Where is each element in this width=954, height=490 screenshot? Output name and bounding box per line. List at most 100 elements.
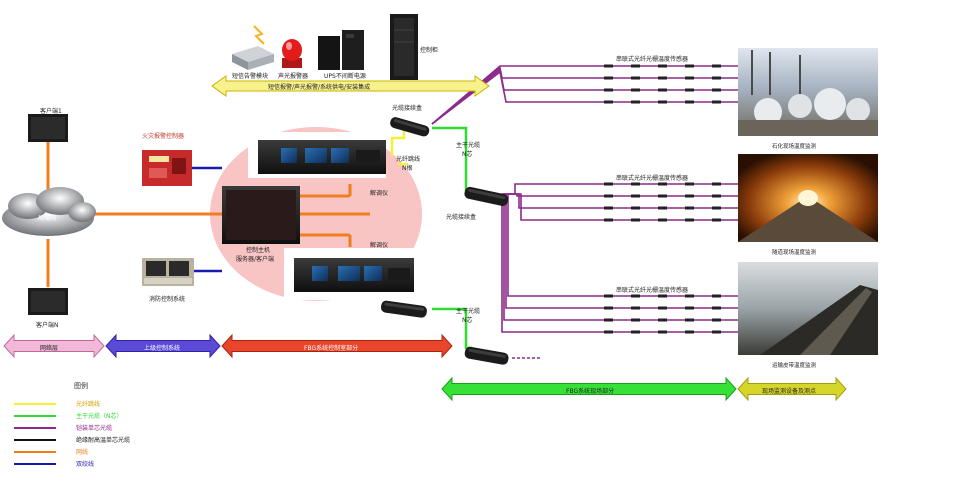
fbg-sensor-marker xyxy=(631,194,640,198)
fbg-sensor-marker xyxy=(712,218,721,222)
fbg-sensor-marker xyxy=(658,206,667,210)
fire-console-label: 消防控制系统 xyxy=(149,296,186,303)
cloud-network-icon xyxy=(2,187,96,236)
ups-label: UPS不间断电源 xyxy=(324,73,366,80)
sensor-title-1: 串联式光纤光栅温度传感器 xyxy=(616,56,689,63)
fbg-sensor-marker xyxy=(685,100,694,104)
fbg-sensor-marker xyxy=(712,64,721,68)
fbg-sensor-marker xyxy=(658,76,667,80)
conveyor-photo xyxy=(738,262,878,355)
client-n-label: 客户端N xyxy=(36,322,59,329)
photo-1-caption: 石化现场温度监测 xyxy=(772,144,817,150)
fbg-sensor-marker xyxy=(712,294,721,298)
fbg-sensor-marker xyxy=(631,206,640,210)
fbg-sensor-marker xyxy=(658,182,667,186)
fbg-sensor-marker xyxy=(604,100,613,104)
splice-top-label: 光缆接续盒 xyxy=(392,105,423,112)
fbg-sensor-marker xyxy=(604,294,613,298)
legend-label: 网线 xyxy=(76,449,89,456)
fbg-sensor-marker xyxy=(604,76,613,80)
legend-row: 铠装单芯光缆 xyxy=(14,423,214,433)
patch-count-label: N根 xyxy=(402,165,413,172)
tunnel-photo xyxy=(738,154,878,242)
fbg-sensor-marker xyxy=(685,206,694,210)
legend-row: 主干光缆（N芯） xyxy=(14,411,214,421)
client-n-monitor-icon xyxy=(28,288,68,315)
sms-module-label: 短信告警模块 xyxy=(232,73,269,80)
legend-swatch xyxy=(14,415,56,417)
fire-alarm-controller-icon xyxy=(142,150,192,186)
band-net-label: 网络层 xyxy=(40,345,59,352)
trunk-2-label: 主干光缆 xyxy=(456,308,481,315)
fbg-sensor-marker xyxy=(631,100,640,104)
legend-label: 光纤跳线 xyxy=(76,401,101,408)
legend-row: 绝缘耐高温单芯光缆 xyxy=(14,435,214,445)
photo-2-caption: 隧道现场温度监测 xyxy=(772,250,817,256)
fbg-sensor-marker xyxy=(658,330,667,334)
fbg-sensor-marker xyxy=(712,100,721,104)
fbg-sensor-marker xyxy=(685,88,694,92)
band-upper-label: 上级控制系统 xyxy=(144,345,181,352)
band-arrow xyxy=(441,376,737,402)
fbg-sensor-marker xyxy=(712,182,721,186)
fbg-sensor-marker xyxy=(658,318,667,322)
fbg-sensor-marker xyxy=(685,182,694,186)
fbg-sensor-marker xyxy=(712,194,721,198)
legend-swatch xyxy=(14,463,56,465)
fbg-sensor-marker xyxy=(631,76,640,80)
sms-alarm-module-icon xyxy=(232,25,274,70)
fbg-sensor-marker xyxy=(631,88,640,92)
band-arrow xyxy=(737,376,847,402)
fbg-sensor-marker xyxy=(604,88,613,92)
fbg-sensor-marker xyxy=(604,206,613,210)
fbg-sensor-marker xyxy=(712,330,721,334)
trunk-2-count-label: N芯 xyxy=(462,317,473,324)
fbg-sensor-marker xyxy=(631,306,640,310)
legend-row: 双绞线 xyxy=(14,459,214,469)
band-arrow xyxy=(221,333,453,359)
legend-label: 双绞线 xyxy=(76,461,95,468)
patch-label: 光纤跳线 xyxy=(396,156,421,163)
fbg-sensor-marker xyxy=(631,294,640,298)
fbg-sensor-marker xyxy=(685,306,694,310)
fbg-sensor-marker xyxy=(712,76,721,80)
fbg-sensor-marker xyxy=(712,88,721,92)
fbg-sensor-marker xyxy=(685,64,694,68)
fbg-sensor-marker xyxy=(685,318,694,322)
fbg-sensor-marker xyxy=(685,218,694,222)
top-banner-arrow xyxy=(211,75,490,97)
control-cabinet-label: 控制柜 xyxy=(420,47,439,54)
splice-box-top xyxy=(390,117,430,137)
ups-power-icon xyxy=(318,30,364,70)
fbg-sensor-marker xyxy=(631,64,640,68)
twisted-pair-lines xyxy=(192,166,222,273)
fbg-sensor-marker xyxy=(685,330,694,334)
splice-box-bottom-left xyxy=(380,300,427,318)
sensor-title-2: 串联式光纤光栅温度传感器 xyxy=(616,175,689,182)
host-sub-label: 服务器/客户端 xyxy=(236,256,275,263)
splice-box-bottom-right xyxy=(464,346,509,365)
trunk-1-count-label: N芯 xyxy=(462,151,473,158)
legend-swatch xyxy=(14,427,56,429)
fbg-sensor-marker xyxy=(685,194,694,198)
fbg-sensor-marker xyxy=(604,182,613,186)
top-banner-text: 短信报警/声光报警/系统供电/安装集成 xyxy=(268,84,371,91)
fbg-sensor-marker xyxy=(658,194,667,198)
sound-light-alarm-icon xyxy=(282,39,302,68)
client-1-label: 客户端1 xyxy=(40,108,62,115)
demodulator-1-icon xyxy=(248,132,386,178)
fbg-sensor-marker xyxy=(658,100,667,104)
fbg-sensor-marker xyxy=(712,306,721,310)
host-label: 控制主机 xyxy=(246,247,271,254)
band-field-dev-label: 现场监测设备及测点 xyxy=(762,388,817,395)
legend-label: 绝缘耐高温单芯光缆 xyxy=(76,437,131,444)
sensor-title-3: 串联式光纤光栅温度传感器 xyxy=(616,287,689,294)
fbg-sensor-marker xyxy=(604,218,613,222)
trunk-1-label: 主干光缆 xyxy=(456,142,481,149)
band-arrow xyxy=(3,333,105,359)
fire-controller-label: 火灾报警控制器 xyxy=(142,133,185,140)
legend-title: 图例 xyxy=(74,382,88,390)
band-fbg-field-label: FBG系统现场部分 xyxy=(566,388,615,395)
